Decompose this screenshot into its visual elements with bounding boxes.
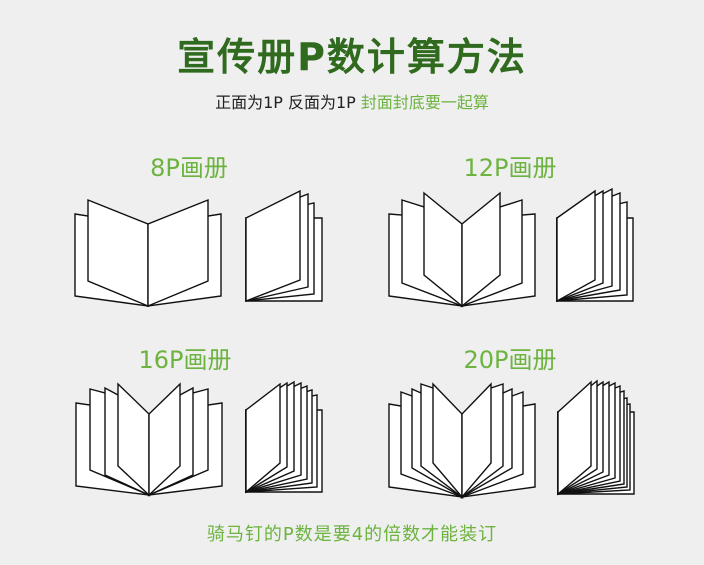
open-book-8p-illustration [74,198,222,308]
open-book-16p-illustration [75,382,223,497]
page-title: 宣传册P数计算方法 [177,35,527,79]
open-book-12p-illustration [388,191,536,308]
side-book-20p-illustration [557,379,635,496]
label-16p: 16P画册 [138,346,232,374]
subtitle-main: 正面为1P 反面为1P [215,93,361,112]
side-book-16p-illustration [245,380,323,494]
subtitle-highlight: 封面封底要一起算 [360,93,489,112]
label-8p: 8P画册 [150,154,228,182]
label-12p: 12P画册 [463,154,557,182]
subtitle: 正面为1P 反面为1P 封面封底要一起算 [0,89,704,113]
label-20p: 20P画册 [463,346,557,374]
open-book-20p-illustration [388,382,536,499]
footer-note: 骑马钉的P数是要4的倍数才能装订 [206,524,498,545]
side-book-12p-illustration [556,187,634,303]
side-book-8p-illustration [245,189,323,303]
